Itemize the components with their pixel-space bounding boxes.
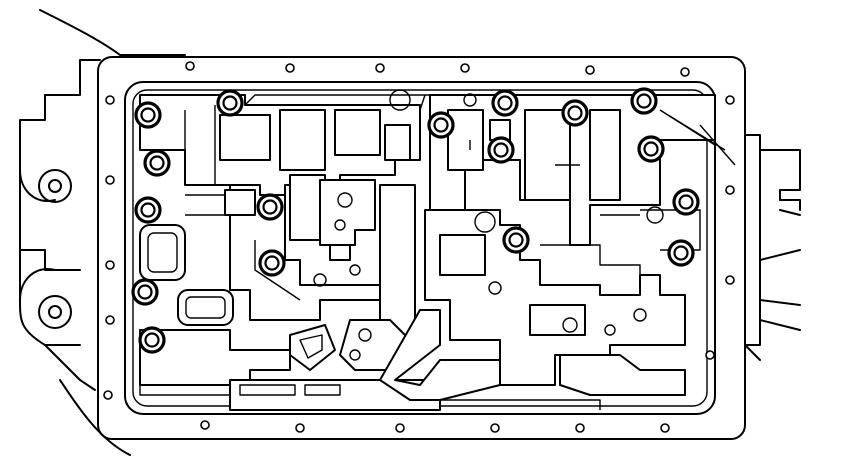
mounting-hole-icon (200, 420, 210, 430)
mounting-hole-icon (660, 423, 670, 433)
bolt-head-icon (143, 149, 171, 177)
bolt-head-icon (487, 136, 515, 164)
bolt-head-icon (630, 87, 658, 115)
transmission-case-outline (19, 9, 801, 456)
mounting-hole-icon (585, 65, 595, 75)
mounting-hole-icon (105, 95, 115, 105)
bolt-head-icon (131, 278, 159, 306)
bolt-head-icon (427, 111, 455, 139)
flange-mounting-holes (103, 61, 735, 433)
bolt-head-icon (672, 188, 700, 216)
case-boss-upper (38, 169, 72, 203)
mounting-hole-icon (105, 175, 115, 185)
mounting-hole-icon (490, 423, 500, 433)
mounting-hole-icon (395, 423, 405, 433)
mounting-hole-icon (680, 67, 690, 77)
bolt-head-icon (134, 101, 162, 129)
mounting-hole-icon (103, 390, 113, 400)
mounting-hole-icon (185, 61, 195, 71)
bolt-head-icon (637, 135, 665, 163)
valve-body-bolts (131, 87, 700, 354)
bolt-head-icon (134, 196, 162, 224)
mounting-hole-icon (105, 315, 115, 325)
bolt-head-icon (256, 193, 284, 221)
bolt-head-icon (138, 326, 166, 354)
valve-body-assembly (139, 89, 736, 411)
bolt-head-icon (667, 239, 695, 267)
mounting-hole-icon (105, 260, 115, 270)
bolt-head-icon (491, 89, 519, 117)
bolt-head-icon (258, 249, 286, 277)
mounting-hole-icon (285, 63, 295, 73)
bolt-head-icon (216, 89, 244, 117)
oil-pan-flange (97, 56, 746, 440)
mounting-hole-icon (725, 185, 735, 195)
mounting-hole-icon (575, 423, 585, 433)
bolt-head-icon (502, 226, 530, 254)
mounting-hole-icon (705, 350, 715, 360)
mounting-hole-icon (725, 95, 735, 105)
mounting-hole-icon (725, 275, 735, 285)
case-boss-lower (38, 295, 72, 329)
bolt-head-icon (561, 99, 589, 127)
mounting-hole-icon (295, 423, 305, 433)
mounting-hole-icon (460, 63, 470, 73)
mounting-hole-icon (375, 63, 385, 73)
